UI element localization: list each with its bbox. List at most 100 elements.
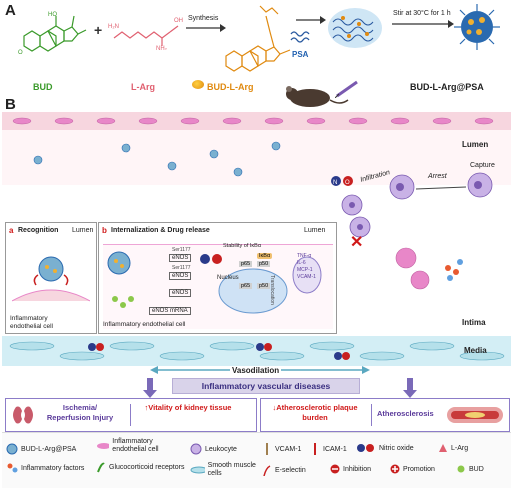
bud-structure: O HO xyxy=(18,12,87,56)
panel-b-tag: b xyxy=(102,226,107,235)
no-molecule-icon: N O xyxy=(331,176,353,186)
media-band xyxy=(2,336,511,366)
panel-recognition: a Recognition Lumen Inflammatory endothe… xyxy=(5,222,97,334)
eselectin-legend-icon xyxy=(263,465,271,476)
bud-legend-icon xyxy=(457,465,465,473)
svg-text:OH: OH xyxy=(174,18,183,24)
synthesis-label: Synthesis xyxy=(188,15,219,22)
leukocytes xyxy=(341,172,493,238)
ser1177-b: Ser1177 xyxy=(172,265,191,271)
ser1177-a: Ser1177 xyxy=(172,247,191,253)
translocation-label: Translocation xyxy=(269,275,275,305)
p65-b: p65 xyxy=(239,283,253,289)
nanoparticle-icon xyxy=(454,4,500,50)
legend-bud: BUD xyxy=(456,464,484,474)
outcome-left-box: Ischemia/ Reperfusion Injury ↑Vitality o… xyxy=(5,398,257,432)
enos-a: eNOS xyxy=(169,254,192,262)
svg-text:HO: HO xyxy=(48,12,57,18)
capture-label: Capture xyxy=(470,162,495,169)
psa-polymer-icon xyxy=(290,31,310,43)
vasodilation-label: Vasodilation xyxy=(230,366,282,375)
legend-nanoparticle: BUD-L-Arg@PSA xyxy=(6,443,76,455)
ikba-badge: IκBα xyxy=(257,253,273,259)
panel-a-lumen: Lumen xyxy=(72,227,94,234)
legend-label: VCAM-1 xyxy=(275,445,302,453)
legend-label: L-Arg xyxy=(451,444,469,452)
enos-b: eNOS xyxy=(169,272,192,280)
cytokine-item: MCP-1 xyxy=(297,267,313,273)
mouse-icon xyxy=(286,86,349,107)
legend-eselectin: E-selectin xyxy=(262,464,306,476)
enos-mrna: eNOS mRNA xyxy=(149,307,191,315)
media-label: Media xyxy=(464,346,487,355)
larg-structure: H₂N OH NH₂ xyxy=(108,18,183,50)
panel-a-cell-label: Inflammatory endothelial cell xyxy=(10,315,54,330)
legend-vcam: VCAM-1 xyxy=(262,443,301,455)
legend-label: Smooth muscle cells xyxy=(207,462,256,477)
syringe-icon xyxy=(335,80,358,98)
legend-promotion: Promotion xyxy=(390,464,435,474)
top-endothelium xyxy=(2,112,511,130)
lumen-space xyxy=(2,130,511,185)
legend-smooth-muscle: Smooth muscle cells xyxy=(190,462,260,478)
legend-label: Inflammatory endothelial cell xyxy=(112,438,159,453)
panel-b-cell-label: Inflammatory endothelial cell xyxy=(103,321,186,328)
p50-a: p50 xyxy=(257,261,271,267)
cytokine-item: IL-6 xyxy=(297,260,306,266)
bud-label: BUD xyxy=(33,82,53,92)
panel-a-title: Recognition xyxy=(18,227,59,234)
legend-label: Inhibition xyxy=(343,465,372,473)
panel-a-graphic xyxy=(12,256,90,302)
top-endothelial-cells xyxy=(12,117,494,125)
artery-icon xyxy=(447,407,503,423)
psa-arrow xyxy=(296,16,326,24)
svg-text:O: O xyxy=(345,180,350,186)
svg-text:O: O xyxy=(18,50,23,56)
legend-icam: ICAM-1 xyxy=(310,443,347,455)
legend-leukocyte: Leukocyte xyxy=(190,443,237,455)
panel-internalization: b Internalization & Drug release Lumen S… xyxy=(98,222,337,334)
panel-a-tag: a xyxy=(9,226,14,235)
lumen-particles xyxy=(33,141,281,177)
panel-b-title: Internalization & Drug release xyxy=(111,227,210,234)
budlarg-dot-icon xyxy=(192,80,204,89)
receptor-legend-icon xyxy=(97,462,105,473)
p65-a: p65 xyxy=(239,261,253,267)
psa-label: PSA xyxy=(292,50,309,59)
legend-label: BUD xyxy=(469,465,484,473)
budlarg-label: BUD-L-Arg xyxy=(207,82,254,92)
legend-label: Leukocyte xyxy=(205,445,237,453)
enos-c: eNOS xyxy=(169,289,192,297)
legend-label: Glucocorticoid receptors xyxy=(109,464,185,471)
endothelial-legend-icon xyxy=(97,443,110,449)
legend-label: ICAM-1 xyxy=(323,445,347,453)
intima-label: Intima xyxy=(462,318,486,327)
larg-legend-icon xyxy=(439,444,447,452)
inhibition-x-icon: ✕ xyxy=(350,234,364,251)
smooth-muscle-legend-icon xyxy=(190,466,205,474)
nanoparticle-legend-icon xyxy=(6,443,18,455)
outcome-divider-right xyxy=(371,404,372,426)
inflammatory-factor-cells xyxy=(395,247,463,290)
diseases-title: Inflammatory vascular diseases xyxy=(172,378,360,394)
legend xyxy=(2,432,511,488)
legend-label: Nitric oxide xyxy=(379,444,414,452)
legend-endothelial: Inflammatory endothelial cell xyxy=(96,438,186,454)
diseases-arrows xyxy=(143,378,417,398)
budlarg-structure xyxy=(225,5,291,72)
stir-arrow xyxy=(392,20,454,28)
cytokine-item: TNF-α xyxy=(297,253,312,259)
svg-text:NH₂: NH₂ xyxy=(156,46,168,50)
larg-label: L-Arg xyxy=(131,82,155,92)
lumen-label: Lumen xyxy=(462,140,489,149)
legend-label: Promotion xyxy=(403,465,435,473)
vcam-legend-icon xyxy=(266,443,268,455)
legend-no: Nitric oxide xyxy=(356,443,414,453)
cytokine-list: TNF-α IL-6 MCP-1 VCAM-1 xyxy=(297,253,316,281)
synthesis-arrow xyxy=(186,24,226,32)
svg-text:N: N xyxy=(333,180,337,186)
kidney-icon xyxy=(13,406,33,424)
panel-b-lumen: Lumen xyxy=(304,227,326,234)
no-legend-icon xyxy=(357,444,374,452)
plus-sign: + xyxy=(94,22,103,38)
